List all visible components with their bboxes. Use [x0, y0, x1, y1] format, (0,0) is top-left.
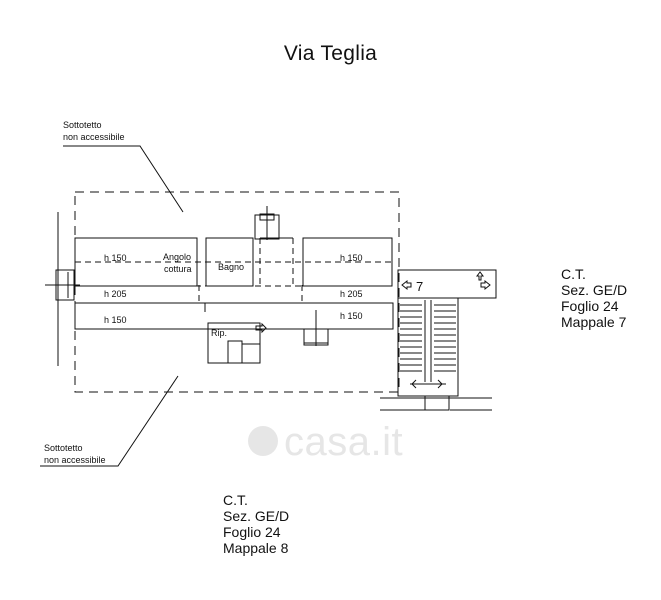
chimney-bottom [424, 395, 450, 411]
cadastral-info-bottom: C.T. Sez. GE/D Foglio 24 Mappale 8 [223, 492, 289, 556]
angolo-cottura-label-2: cottura [164, 264, 192, 274]
h150-left-bottom-label: h 150 [104, 315, 127, 325]
leader-bottom [40, 375, 179, 467]
watermark-text: casa.it [284, 420, 404, 464]
attic-perimeter [74, 191, 400, 393]
ct-right-line3: Foglio 24 [561, 298, 619, 314]
non-accessibile-top-label: non accessibile [63, 132, 125, 142]
leader-top [63, 145, 184, 213]
h205-right-label: h 205 [340, 289, 363, 299]
angolo-cottura-label-1: Angolo [163, 252, 191, 262]
rip-label: Rip. [211, 328, 227, 338]
unit-number-label: 7 [416, 279, 423, 294]
arrow-door-icon [255, 322, 267, 334]
sottotetto-bottom-label: Sottotetto [44, 443, 83, 453]
arrow-up-icon [476, 271, 484, 281]
ct-right-line1: C.T. [561, 266, 586, 282]
h150-left-top-label: h 150 [104, 253, 127, 263]
h150-right-bottom-label: h 150 [340, 311, 363, 321]
cadastral-info-right: C.T. Sez. GE/D Foglio 24 Mappale 7 [561, 266, 627, 330]
h205-left-label: h 205 [104, 289, 127, 299]
bagno-label: Bagno [218, 262, 244, 272]
non-accessibile-bottom-label: non accessibile [44, 455, 106, 465]
h150-right-top-label: h 150 [340, 253, 363, 263]
street-title: Via Teglia [283, 42, 378, 65]
lower-corridor [74, 302, 394, 330]
arrow-right-icon [480, 279, 491, 291]
ct-bottom-line4: Mappale 8 [223, 540, 289, 556]
ct-bottom-line2: Sez. GE/D [223, 508, 290, 524]
arrow-left-icon [401, 279, 412, 291]
sottotetto-top-label: Sottotetto [63, 120, 102, 130]
ct-right-line4: Mappale 7 [561, 314, 627, 330]
ct-bottom-line3: Foglio 24 [223, 524, 281, 540]
ct-bottom-line1: C.T. [223, 492, 248, 508]
watermark-house-icon [248, 426, 278, 456]
ct-right-line2: Sez. GE/D [561, 282, 628, 298]
